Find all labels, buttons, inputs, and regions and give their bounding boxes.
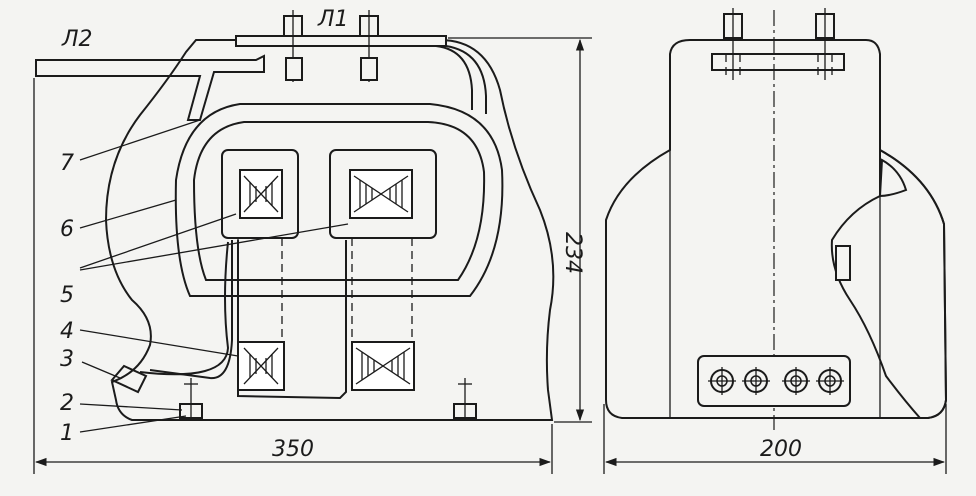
side-width-dimension: 200 <box>603 404 947 474</box>
front-view: Л2 Л1 7 6 5 4 3 2 1 234 350 <box>33 7 592 474</box>
label-4: 4 <box>60 319 74 344</box>
coil-bottom-left <box>237 341 285 391</box>
primary-winding-loop <box>174 103 504 297</box>
coil-top-left <box>239 169 283 219</box>
label-3: 3 <box>60 347 74 372</box>
dim-side-width: 200 <box>760 437 802 462</box>
side-bolt-right <box>815 8 835 80</box>
label-1: 1 <box>60 421 74 446</box>
mount-bolt-left <box>179 378 203 420</box>
mount-bolt-right <box>453 378 477 420</box>
label-5: 5 <box>60 283 74 308</box>
front-width-dimension: 350 <box>33 78 553 474</box>
height-dimension: 234 <box>448 37 592 423</box>
label-6: 6 <box>60 217 74 242</box>
dim-height: 234 <box>560 232 585 274</box>
label-2: 2 <box>60 391 74 416</box>
label-l2: Л2 <box>61 27 93 52</box>
label-l1: Л1 <box>317 7 349 32</box>
primary-terminal-plate <box>235 35 447 47</box>
terminal-screw-3 <box>782 367 810 395</box>
top-bolt-left <box>283 10 303 82</box>
top-bolt-right <box>359 10 379 82</box>
side-cutaway <box>830 148 948 419</box>
side-top-plate <box>711 53 845 71</box>
secondary-terminal-bar <box>35 54 265 121</box>
label-7: 7 <box>60 151 74 176</box>
cast-body <box>104 39 555 421</box>
side-view: 200 <box>603 8 948 474</box>
terminal-screw-2 <box>742 367 770 395</box>
terminal-screw-1 <box>708 367 736 395</box>
secondary-terminal-box <box>110 364 148 394</box>
terminal-screw-4 <box>816 367 844 395</box>
coil-bottom-right <box>351 341 415 391</box>
terminal-screws <box>708 367 844 395</box>
primary-lead <box>435 45 473 110</box>
side-bolt-left <box>723 8 743 80</box>
secondary-terminal-board <box>697 355 851 407</box>
dim-front-width: 350 <box>272 437 314 462</box>
primary-winding-inner <box>192 121 486 281</box>
coil-top-right <box>349 169 413 219</box>
leader-lines <box>79 119 349 433</box>
